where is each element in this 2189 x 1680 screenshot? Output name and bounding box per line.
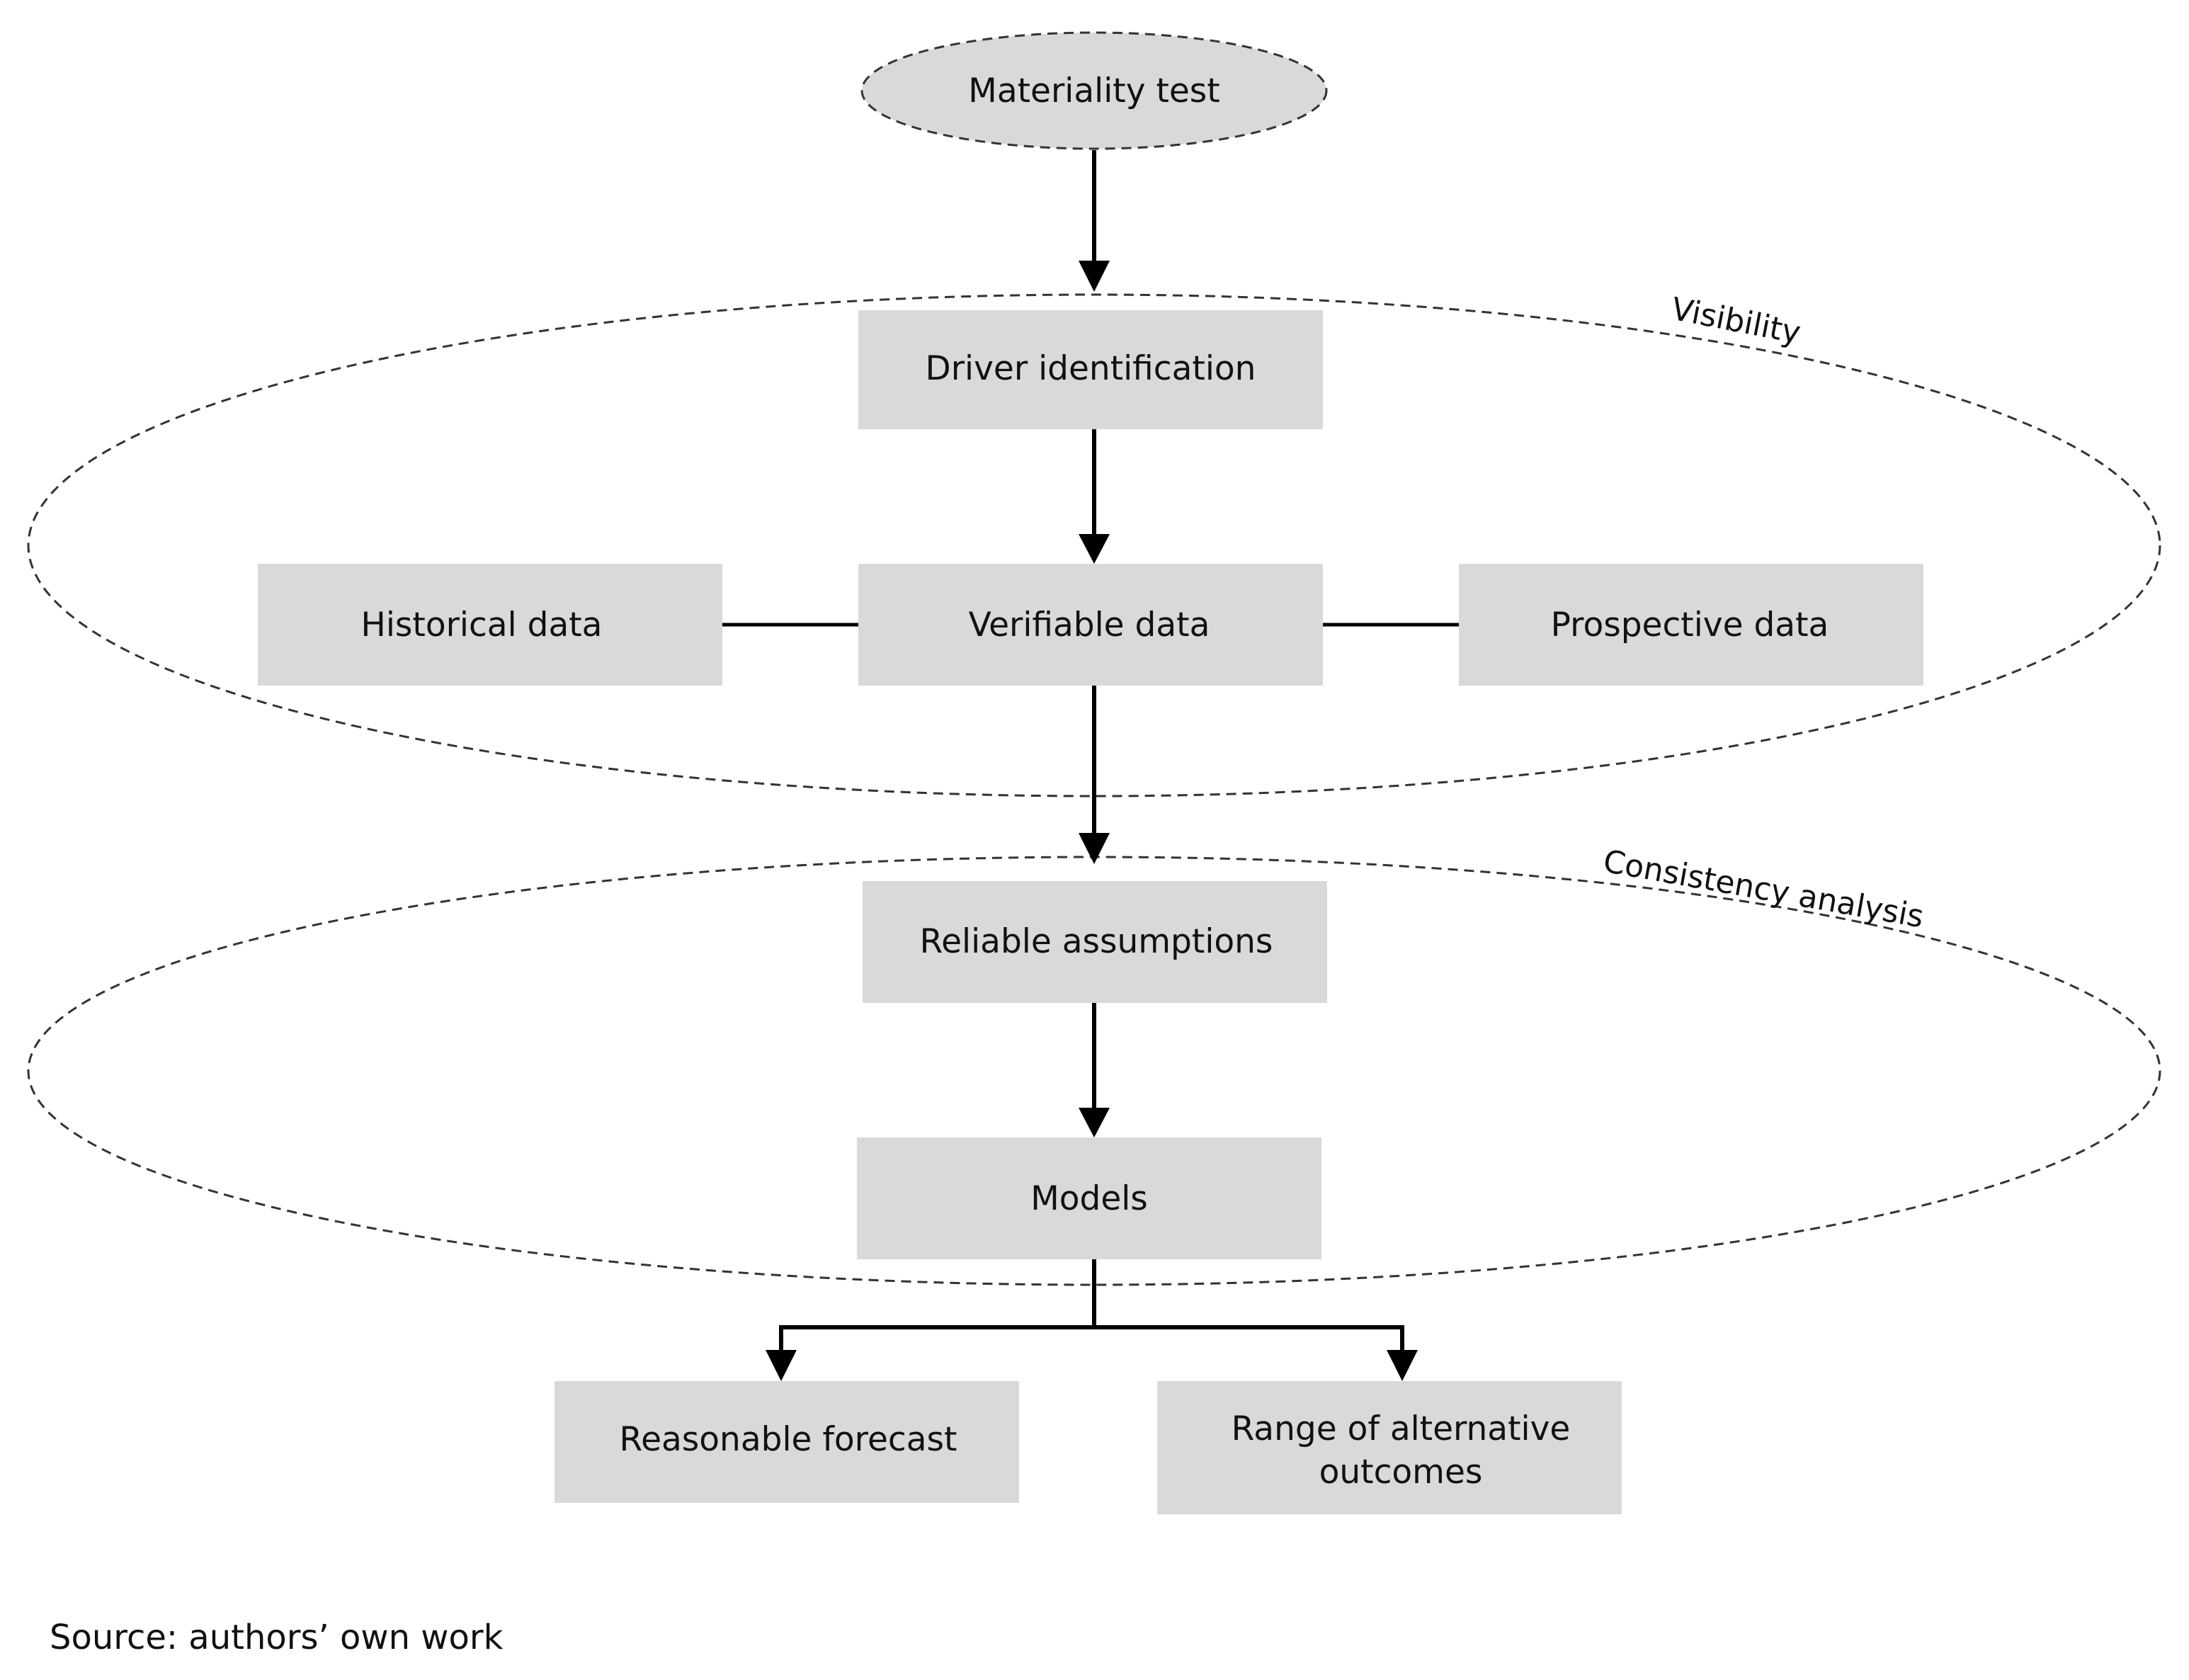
verifiable-to-reliable-arrowhead — [1079, 833, 1110, 864]
range-of-alternative-outcomes-label-line2: outcomes — [1319, 1453, 1483, 1492]
verifiable-data-box — [858, 564, 1323, 686]
reliable-to-models-arrowhead — [1079, 1108, 1110, 1137]
driver-identification-label: Driver identification — [926, 349, 1256, 388]
materiality-test-label: Materiality test — [968, 72, 1219, 110]
range-of-alternative-outcomes-label-line1: Range of alternative — [1232, 1409, 1571, 1448]
source-note: Source: authors’ own work — [50, 1618, 504, 1657]
reasonable-forecast-label: Reasonable forecast — [620, 1420, 957, 1459]
prospective-data-box — [1459, 564, 1923, 686]
reasonable-forecast-arrowhead — [766, 1350, 797, 1381]
historical-data-box — [258, 564, 722, 686]
range-of-alternative-outcomes-box — [1157, 1381, 1622, 1514]
prospective-data-label: Prospective data — [1551, 606, 1829, 645]
verifiable-data-label: Verifiable data — [969, 606, 1210, 645]
range-of-alternative-outcomes-arrowhead — [1387, 1350, 1418, 1381]
materiality-to-driver-arrowhead — [1079, 261, 1110, 292]
visibility-label: Visibility — [1668, 291, 1804, 351]
driver-identification-box — [858, 310, 1323, 429]
materiality-test-node — [860, 31, 1328, 150]
reasonable-forecast-box — [555, 1381, 1019, 1503]
reliable-assumptions-label: Reliable assumptions — [920, 922, 1273, 961]
historical-data-label: Historical data — [361, 606, 603, 645]
driver-to-verifiable-arrowhead — [1079, 534, 1110, 564]
models-to-outputs-branch — [779, 1325, 1404, 1353]
visibility-group-oval — [27, 293, 2161, 798]
reliable-assumptions-box — [863, 881, 1327, 1003]
models-box — [857, 1137, 1321, 1259]
models-label: Models — [1030, 1179, 1148, 1218]
